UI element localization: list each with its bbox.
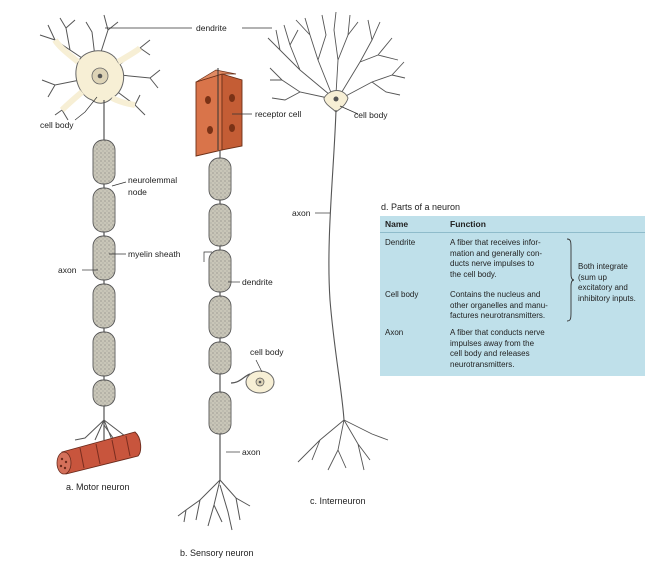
function-line: Contains the nucleus and bbox=[450, 290, 541, 299]
function-line: ducts nerve impulses to bbox=[450, 259, 535, 268]
note-line: excitatory and bbox=[578, 283, 628, 292]
motor-myelin-sheath bbox=[92, 139, 116, 407]
label-dendrite: dendrite bbox=[196, 23, 227, 33]
row-name-dendrite: Dendrite bbox=[385, 238, 416, 247]
row-name-cell-body: Cell body bbox=[385, 290, 419, 299]
receptor-cell bbox=[195, 69, 243, 157]
function-line: impulses away from the bbox=[450, 338, 535, 348]
brace-icon bbox=[566, 238, 574, 322]
function-line: other organelles and manu- bbox=[450, 300, 548, 310]
muscle-fiber bbox=[56, 431, 142, 475]
sensory-myelin-sheath bbox=[208, 157, 232, 435]
note-line: (sum up bbox=[578, 272, 607, 282]
note-line: inhibitory inputs. bbox=[578, 293, 636, 303]
row-function-axon: A fiber that conducts nerve impulses awa… bbox=[450, 328, 545, 370]
integration-note: Both integrate (sum up excitatory and in… bbox=[578, 262, 636, 304]
interneuron-dendrites bbox=[267, 11, 406, 101]
parts-table: Name Function Dendrite A fiber that rece… bbox=[380, 216, 645, 376]
header-name: Name bbox=[385, 219, 409, 229]
caption-parts-of-neuron: d. Parts of a neuron bbox=[381, 202, 460, 212]
label-cell-body-inter: cell body bbox=[354, 110, 388, 120]
note-line: Both integrate bbox=[578, 262, 628, 271]
label-neurolemmal-node-1: neurolemmal bbox=[128, 175, 177, 185]
label-neurolemmal-node-2: node bbox=[128, 187, 147, 197]
interneuron-axon bbox=[328, 109, 345, 421]
label-cell-body-sensory: cell body bbox=[250, 347, 284, 357]
row-name-axon: Axon bbox=[385, 328, 404, 337]
motor-neuron bbox=[39, 14, 161, 475]
table-header: Name Function bbox=[380, 216, 645, 233]
caption-motor-neuron: a. Motor neuron bbox=[66, 482, 130, 492]
label-axon-motor: axon bbox=[58, 265, 77, 275]
label-receptor-cell: receptor cell bbox=[255, 109, 301, 119]
label-axon-inter: axon bbox=[292, 208, 311, 218]
function-line: cell body and releases bbox=[450, 349, 530, 358]
row-function-cell-body: Contains the nucleus and other organelle… bbox=[450, 290, 548, 322]
function-line: factures neurotransmitters. bbox=[450, 311, 546, 320]
function-line: neurotransmitters. bbox=[450, 359, 515, 369]
row-function-dendrite: A fiber that receives infor- mation and … bbox=[450, 238, 542, 280]
caption-sensory-neuron: b. Sensory neuron bbox=[180, 548, 254, 558]
sensory-neuron bbox=[177, 68, 275, 531]
function-line: A fiber that conducts nerve bbox=[450, 328, 545, 337]
label-myelin-sheath: myelin sheath bbox=[128, 249, 181, 259]
function-line: A fiber that receives infor- bbox=[450, 238, 541, 247]
function-line: mation and generally con- bbox=[450, 248, 543, 258]
header-function: Function bbox=[450, 219, 486, 229]
caption-interneuron: c. Interneuron bbox=[310, 496, 366, 506]
label-dendrite-sensory: dendrite bbox=[242, 277, 273, 287]
label-axon-sensory: axon bbox=[242, 447, 261, 457]
function-line: the cell body. bbox=[450, 269, 497, 279]
label-cell-body-motor: cell body bbox=[40, 120, 74, 130]
